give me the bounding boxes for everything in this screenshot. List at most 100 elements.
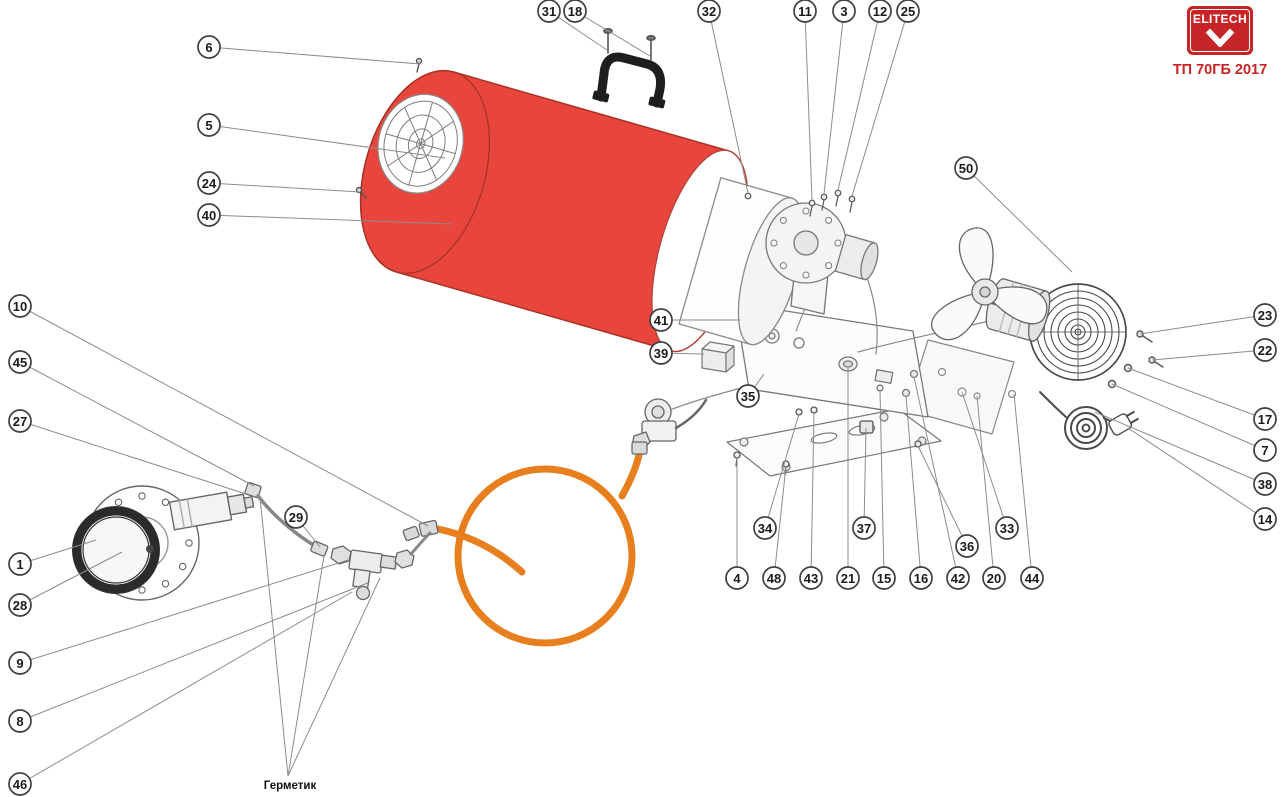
- callout-29: 29: [284, 505, 308, 529]
- elitech-v-icon: [1205, 28, 1235, 47]
- leader-line-38: [1094, 411, 1266, 485]
- callout-number: 39: [654, 346, 668, 361]
- callout-number: 31: [542, 4, 556, 19]
- leader-line-20: [976, 395, 995, 579]
- callout-number: 36: [960, 539, 974, 554]
- callout-7: 7: [1253, 438, 1277, 462]
- leader-line-15: [879, 389, 885, 579]
- callout-number: 12: [873, 4, 887, 19]
- brand-name: ELITECH: [1192, 12, 1248, 26]
- callout-45: 45: [8, 350, 32, 374]
- callout-number: 18: [568, 4, 582, 19]
- callout-number: 23: [1258, 308, 1272, 323]
- leader-line-23: [1139, 314, 1266, 335]
- callout-number: 1: [16, 557, 23, 572]
- callout-25: 25: [896, 0, 920, 23]
- hose-fittings: [402, 441, 648, 542]
- callout-number: 28: [13, 598, 27, 613]
- callout-22: 22: [1253, 338, 1277, 362]
- sealant-leader-2: [287, 577, 381, 777]
- callout-33: 33: [995, 516, 1019, 540]
- callout-number: 7: [1261, 443, 1268, 458]
- callout-46: 46: [8, 772, 32, 796]
- leader-line-43: [810, 411, 815, 579]
- callout-38: 38: [1253, 472, 1277, 496]
- callout-11: 11: [793, 0, 817, 23]
- callout-number: 9: [16, 656, 23, 671]
- callout-number: 48: [767, 571, 781, 586]
- casing-screws: [355, 57, 423, 199]
- leader-line-12: [837, 10, 881, 191]
- callout-32: 32: [697, 0, 721, 23]
- leader-line-9: [19, 559, 349, 664]
- leader-line-22: [1151, 349, 1266, 361]
- front-fan-guard: [383, 100, 458, 187]
- callout-28: 28: [8, 593, 32, 617]
- leader-line-33: [961, 391, 1008, 529]
- artwork: [72, 27, 1164, 647]
- fan-blade: [958, 227, 994, 293]
- leader-line-44: [1013, 393, 1033, 579]
- leader-line-32: [708, 10, 749, 194]
- callout-39: 39: [649, 341, 673, 365]
- callout-27: 27: [8, 409, 32, 433]
- leader-line-10: [19, 305, 429, 527]
- callout-3: 3: [832, 0, 856, 23]
- leader-line-7: [1111, 383, 1266, 451]
- callout-number: 14: [1258, 512, 1273, 527]
- base-screws: [733, 406, 922, 476]
- callout-number: 21: [841, 571, 855, 586]
- leader-line-46: [19, 591, 353, 785]
- callout-number: 46: [13, 777, 27, 792]
- callout-number: 43: [804, 571, 818, 586]
- callout-42: 42: [946, 566, 970, 590]
- leader-line-17: [1127, 367, 1266, 420]
- sealant-label: Герметик: [264, 780, 317, 792]
- callout-31: 31: [537, 0, 561, 23]
- callout-number: 37: [857, 521, 871, 536]
- callout-4: 4: [725, 566, 749, 590]
- carry-handle: [592, 52, 666, 109]
- gas-hose: [434, 446, 644, 647]
- igniter-parts: [744, 189, 856, 217]
- leader-line-45: [19, 361, 255, 487]
- leader-line-1: [19, 539, 97, 565]
- callout-number: 33: [1000, 521, 1014, 536]
- callout-number: 17: [1258, 412, 1272, 427]
- callout-50: 50: [954, 156, 978, 180]
- venturi-tube: [168, 491, 255, 531]
- leader-line-48: [773, 465, 787, 579]
- sealant-leader-0: [259, 496, 289, 777]
- callout-43: 43: [799, 566, 823, 590]
- callout-number: 24: [202, 176, 217, 191]
- callout-34: 34: [753, 516, 777, 540]
- callout-number: 15: [877, 571, 891, 586]
- leader-line-14: [1127, 427, 1266, 520]
- callout-number: 40: [202, 208, 216, 223]
- callout-37: 37: [852, 516, 876, 540]
- callout-number: 20: [987, 571, 1001, 586]
- leader-line-24: [208, 182, 361, 193]
- valve-inlet-nut: [330, 545, 352, 565]
- casing-front-rim: [359, 70, 491, 274]
- burner-flange-assembly: [72, 485, 255, 601]
- leader-line-11: [804, 10, 813, 201]
- callout-number: 38: [1258, 477, 1272, 492]
- leader-line-8: [19, 581, 371, 722]
- callout-20: 20: [982, 566, 1006, 590]
- fan-blade: [931, 291, 986, 341]
- callout-17: 17: [1253, 407, 1277, 431]
- knurled-cap: [72, 506, 160, 594]
- model-label: ТП 70ГБ 2017: [1172, 62, 1268, 78]
- power-plug: [1108, 411, 1139, 436]
- leader-line-42: [913, 376, 959, 579]
- callout-number: 32: [702, 4, 716, 19]
- callout-10: 10: [8, 294, 32, 318]
- callout-1: 1: [8, 552, 32, 576]
- callout-35: 35: [736, 384, 760, 408]
- leader-line-5: [208, 124, 446, 159]
- callout-21: 21: [836, 566, 860, 590]
- burner-tube: [834, 234, 879, 281]
- callout-9: 9: [8, 651, 32, 675]
